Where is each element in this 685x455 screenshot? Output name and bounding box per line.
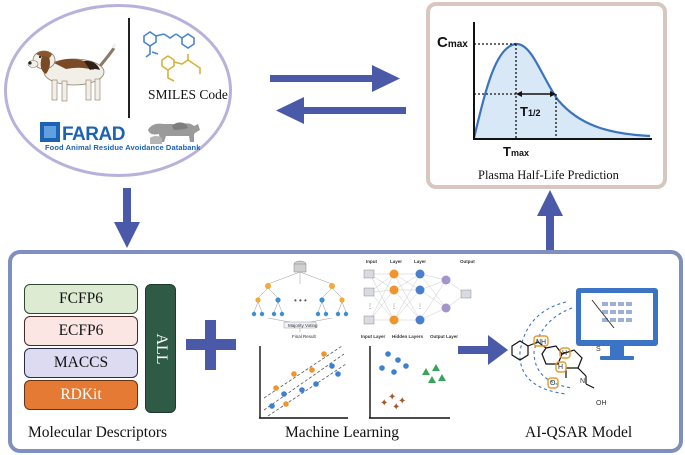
cmax-label: Cmax bbox=[437, 34, 468, 51]
clustering-plot-icon: ✦✦✦✦ bbox=[369, 346, 450, 419]
bidirectional-arrows bbox=[270, 65, 406, 124]
nn-output-title: Output bbox=[460, 259, 475, 264]
neural-network-diagram: ⋮ ⋮ ⋮ bbox=[363, 269, 472, 325]
descriptor-ecfp6: ECFP6 bbox=[24, 316, 138, 346]
arrow-left-icon bbox=[276, 97, 406, 124]
molecule-oh-label: OH bbox=[596, 400, 607, 407]
arrow-right-small-icon bbox=[458, 335, 508, 365]
ai-qsar-model-label: AI-QSAR Model bbox=[525, 424, 633, 441]
beagle-dog-icon bbox=[27, 43, 117, 102]
arrow-down-icon bbox=[114, 188, 140, 248]
divider bbox=[128, 18, 130, 118]
nn-input-layer-label: Input Layer bbox=[361, 334, 386, 339]
pk-plot-caption: Plasma Half-Life Prediction bbox=[478, 168, 619, 182]
svg-text:✦: ✦ bbox=[398, 396, 406, 407]
nn-layer1-title: Layer bbox=[390, 259, 403, 264]
descriptor-all: ALL bbox=[145, 284, 176, 413]
arrow-up-icon bbox=[537, 190, 563, 250]
descriptor-rdkit: RDKit bbox=[24, 380, 138, 410]
random-forest-diagram: • • • bbox=[251, 260, 349, 332]
pk-curve-chart bbox=[472, 22, 652, 140]
smiles-molecules-icon bbox=[143, 31, 201, 82]
nn-layer2-title: Layer bbox=[414, 259, 427, 264]
svg-text:⋮: ⋮ bbox=[391, 304, 397, 310]
tree-voting-label: Majority Voting bbox=[288, 323, 318, 328]
ai-qsar-model-illustration bbox=[511, 288, 658, 395]
svg-text:⋮: ⋮ bbox=[417, 304, 423, 310]
svg-text:• • •: • • • bbox=[294, 296, 307, 305]
smiles-code-label: SMILES Code bbox=[148, 87, 228, 102]
regression-plot-icon bbox=[259, 345, 348, 419]
molecule-s-label: S bbox=[596, 346, 601, 353]
descriptor-fcfp6: FCFP6 bbox=[24, 284, 138, 314]
svg-text:FARAD: FARAD bbox=[62, 124, 125, 145]
molecule-nh-label: NH bbox=[536, 339, 547, 346]
plus-icon bbox=[186, 320, 236, 370]
farad-logo: FARAD bbox=[40, 122, 125, 145]
svg-text:✦: ✦ bbox=[388, 392, 396, 403]
molecule-h1-label: H bbox=[562, 350, 568, 357]
nn-hidden-layers-label: Hidden Layers bbox=[392, 334, 424, 339]
livestock-icon bbox=[148, 122, 200, 144]
farad-subtitle: Food Animal Residue Avoidance Databank bbox=[45, 143, 201, 152]
molecule-o-label: O bbox=[550, 380, 556, 387]
half-life-label: T1/2 bbox=[520, 104, 541, 119]
tree-final-label: Final Result bbox=[292, 334, 316, 339]
nn-input-title: Input bbox=[366, 259, 377, 264]
molecule-h2-label: H bbox=[558, 364, 564, 371]
descriptor-maccs: MACCS bbox=[24, 348, 138, 378]
svg-text:✦: ✦ bbox=[392, 402, 400, 413]
svg-text:✦: ✦ bbox=[380, 398, 388, 409]
molecular-descriptors-label: Molecular Descriptors bbox=[28, 424, 168, 441]
data-source-panel bbox=[4, 4, 232, 177]
arrow-right-icon bbox=[270, 65, 400, 92]
machine-learning-label: Machine Learning bbox=[285, 424, 400, 441]
nn-output-layer-label: Output Layer bbox=[430, 334, 459, 339]
tmax-label: Tmax bbox=[503, 144, 529, 159]
svg-text:⋮: ⋮ bbox=[367, 304, 373, 310]
molecule-n-label: N bbox=[580, 378, 586, 385]
